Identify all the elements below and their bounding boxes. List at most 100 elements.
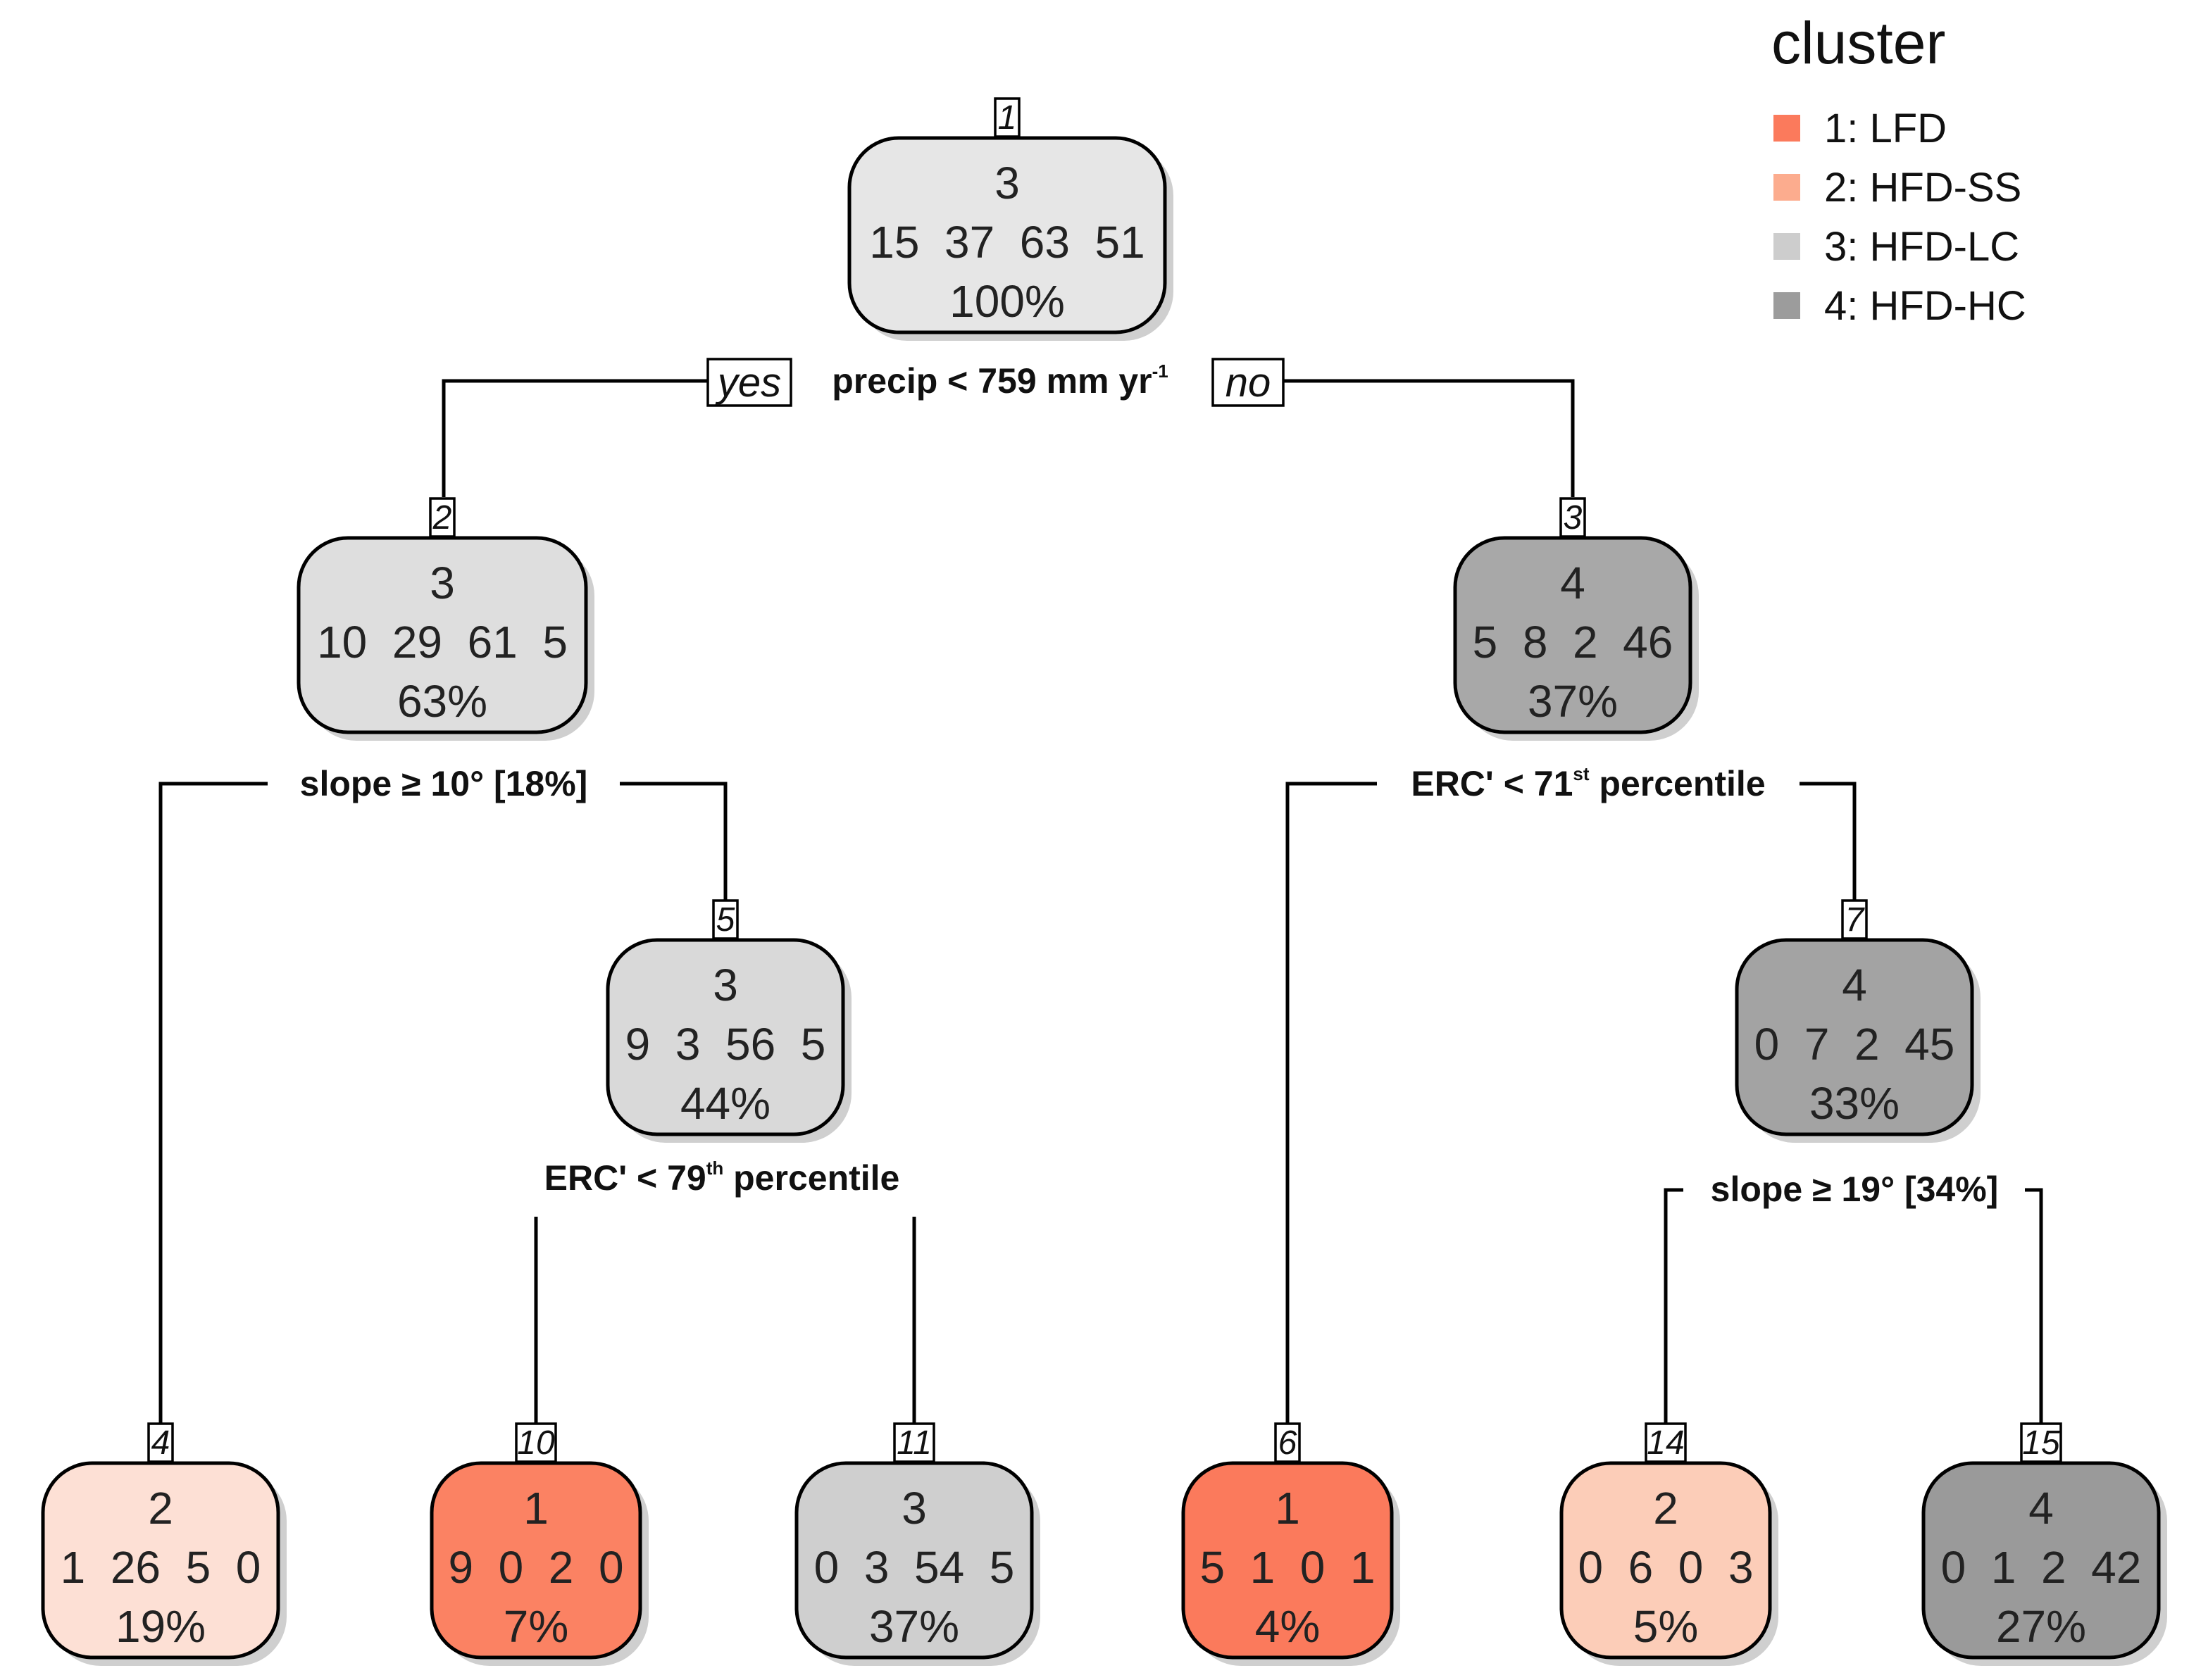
- node-box: [1559, 1461, 1772, 1660]
- node-box: [1921, 1461, 2161, 1660]
- branch-no: no: [1211, 358, 1285, 407]
- node-percent-label: 27%: [1996, 1601, 2086, 1652]
- split-precip-text: precip < 759 mm yr: [832, 361, 1152, 401]
- node-class-label: 4: [1560, 558, 1585, 608]
- node-id-label: 10: [517, 1424, 555, 1462]
- node-counts-label: 1 26 5 0: [61, 1542, 261, 1593]
- node-box: [297, 536, 588, 734]
- split-slope-10-label: slope ≥ 10° [18%]: [300, 764, 588, 803]
- node-class-label: 1: [1275, 1483, 1300, 1534]
- tree-node: 15 4 0 1 2 42 27%: [1921, 1422, 2167, 1666]
- legend-label-4: 4: HFD-HC: [1824, 283, 2026, 329]
- legend-label-2: 2: HFD-SS: [1824, 165, 2021, 211]
- split-erc-71-sup: st: [1573, 763, 1589, 784]
- split-labels: precip < 759 mm yr-1 slope ≥ 10° [18%] E…: [271, 358, 2021, 1212]
- split-slope-19-bg: [1687, 1165, 2021, 1212]
- legend-swatch-4: [1773, 292, 1800, 319]
- node-counts-label: 9 3 56 5: [625, 1019, 826, 1070]
- node-id-tab: [429, 497, 456, 538]
- node-id-label: 15: [2022, 1424, 2060, 1462]
- split-slope-19: slope ≥ 19° [34%]: [1687, 1165, 2021, 1212]
- node-id-tab: [893, 1422, 935, 1463]
- edge-1-to-2: [442, 379, 708, 497]
- edge-3-to-7: [1800, 782, 1857, 900]
- node-id-label: 5: [716, 901, 735, 939]
- node-box: [606, 938, 845, 1136]
- node-percent-label: 5%: [1633, 1601, 1699, 1652]
- node-counts-label: 0 6 0 3: [1578, 1542, 1753, 1593]
- tree-nodes: 1 3 15 37 63 51 100% 2 3 10 29 61 5 63% 3 4 5 8 2 …: [41, 97, 2167, 1666]
- node-percent-label: 100%: [949, 276, 1065, 327]
- split-erc-79-text: ERC' < 79: [544, 1158, 706, 1198]
- legend-label-3: 3: HFD-LC: [1824, 224, 2019, 270]
- node-id-label: 1: [998, 99, 1017, 137]
- tree-edges: [158, 379, 2043, 1424]
- yes-box: [706, 358, 792, 407]
- node-box: [847, 136, 1167, 334]
- legend-item-2: 2: HFD-SS: [1773, 165, 2021, 211]
- node-id-tab: [994, 97, 1021, 138]
- node-box: [1453, 536, 1692, 734]
- node-counts-label: 0 1 2 42: [1941, 1542, 2142, 1593]
- node-id-label: 14: [1647, 1424, 1684, 1462]
- node-percent-label: 33%: [1809, 1078, 1900, 1129]
- tree-node: 421 26 5 019%: [41, 1422, 287, 1666]
- edge-7-to-15: [2025, 1188, 2043, 1424]
- legend-title: cluster: [1771, 10, 1945, 76]
- edge-2-to-5: [620, 782, 728, 900]
- node-box: [430, 1461, 642, 1660]
- node-box: [794, 1461, 1034, 1660]
- split-erc-79-label: ERC' < 79th percentile: [544, 1158, 900, 1198]
- edge-7-to-14: [1664, 1188, 1683, 1424]
- node-counts-label: 15 37 63 51: [869, 217, 1145, 268]
- no-box: [1211, 358, 1285, 407]
- node-box: [1181, 1461, 1394, 1660]
- split-precip: precip < 759 mm yr-1: [810, 358, 1204, 401]
- no-label: no: [1226, 360, 1271, 406]
- node-class-label: 3: [902, 1483, 927, 1534]
- split-erc-71: ERC' < 71st percentile: [1382, 759, 1796, 805]
- node-box: [1735, 938, 1974, 1136]
- tree-node: 539 3 56 544%: [606, 899, 852, 1143]
- tree-node: 1 3 15 37 63 51 100%: [847, 97, 1173, 341]
- node-percent-label: 4%: [1255, 1601, 1321, 1652]
- split-erc-71-suffix: percentile: [1590, 764, 1766, 803]
- node-counts-label: 9 0 2 0: [448, 1542, 623, 1593]
- node-id-tab: [712, 899, 739, 940]
- legend-item-3: 3: HFD-LC: [1773, 224, 2019, 270]
- node-class-label: 2: [148, 1483, 173, 1534]
- split-precip-sup: -1: [1152, 361, 1168, 382]
- node-id-tab: [1274, 1422, 1301, 1463]
- node-id-label: 2: [432, 499, 452, 537]
- split-precip-label: precip < 759 mm yr-1: [832, 361, 1168, 401]
- node-percent-label: 7%: [504, 1601, 569, 1652]
- node-id-label: 3: [1564, 499, 1583, 537]
- node-counts-label: 5 8 2 46: [1473, 617, 1673, 667]
- split-erc-71-bg: [1382, 759, 1796, 805]
- split-erc-79: ERC' < 79th percentile: [544, 1158, 900, 1198]
- branch-yes: yes: [706, 358, 792, 407]
- edge-2-to-4: [158, 782, 268, 1424]
- split-slope-19-label: slope ≥ 19° [34%]: [1711, 1170, 1999, 1209]
- node-id-tab: [1841, 899, 1868, 940]
- node-id-tab: [1559, 497, 1586, 538]
- node-counts-label: 10 29 61 5: [317, 617, 568, 667]
- node-percent-label: 37%: [869, 1601, 959, 1652]
- split-erc-71-text: ERC' < 71: [1411, 764, 1573, 803]
- node-counts-label: 0 7 2 45: [1754, 1019, 1955, 1070]
- node-percent-label: 63%: [397, 676, 487, 727]
- node-class-label: 4: [2028, 1483, 2054, 1534]
- node-class-label: 3: [713, 960, 738, 1010]
- node-id-label: 11: [897, 1424, 932, 1462]
- split-slope-10-bg: [271, 759, 616, 805]
- node-percent-label: 37%: [1528, 676, 1618, 727]
- node-class-label: 3: [994, 158, 1020, 208]
- split-erc-79-sup: th: [706, 1158, 724, 1179]
- tree-node: 3 4 5 8 2 46 37%: [1453, 497, 1699, 741]
